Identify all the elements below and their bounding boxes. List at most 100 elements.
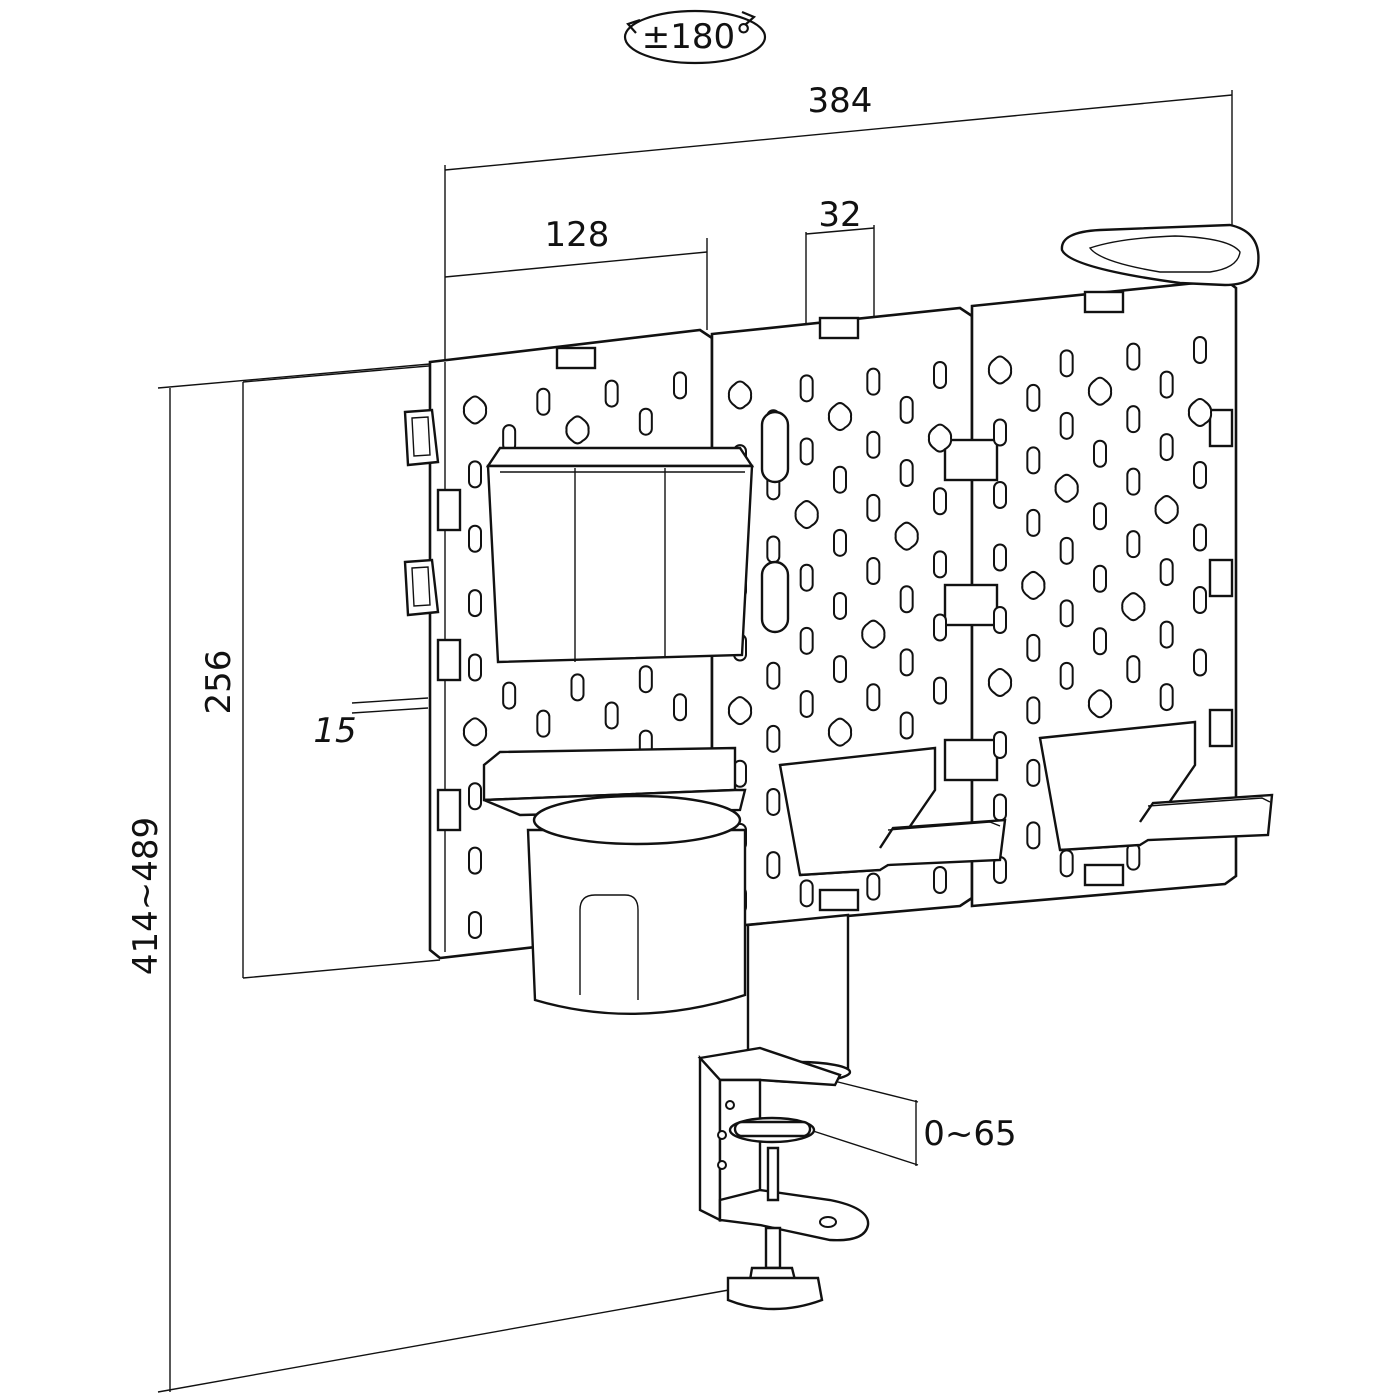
peg-slot: [1193, 648, 1207, 677]
peg-slot: [933, 487, 947, 516]
peg-slot: [638, 665, 653, 694]
peg-slot: [570, 673, 585, 702]
peg-slot: [993, 418, 1007, 447]
peg-slot: [766, 535, 781, 564]
peg-slot: [468, 589, 482, 618]
peg-slot: [766, 724, 781, 753]
peg-slot: [468, 653, 482, 682]
peg-slot: [993, 481, 1007, 509]
peg-slot: [933, 866, 947, 894]
dimension-clamp-range: 0~65: [809, 1079, 1017, 1166]
peg-keyhole: [462, 395, 488, 425]
peg-slot: [1059, 599, 1074, 628]
peg-slot: [1193, 523, 1207, 552]
peg-slot: [1193, 586, 1207, 614]
peg-slot: [468, 846, 482, 875]
peg-slot: [993, 793, 1007, 822]
peg-keyhole: [565, 415, 590, 445]
peg-slot: [1093, 627, 1107, 656]
peg-slot: [766, 661, 781, 690]
peg-slot: [536, 709, 551, 738]
peg-slot: [1093, 439, 1107, 468]
peg-slot: [1159, 620, 1174, 649]
rotation-label: ±180°: [642, 17, 752, 57]
peg-slot: [993, 543, 1007, 572]
peg-slot: [1026, 383, 1041, 412]
peg-slot: [1159, 433, 1174, 462]
peg-slot: [1026, 446, 1041, 475]
peg-keyhole: [1087, 689, 1113, 719]
peg-slot: [638, 407, 653, 436]
peg-slot: [866, 493, 881, 522]
peg-slot: [468, 911, 482, 939]
rotation-arrow-icon: [626, 18, 641, 34]
peg-slot: [799, 879, 814, 908]
dimension-panel-thickness: 15: [313, 697, 429, 751]
peg-slot: [799, 374, 814, 403]
peg-slot: [1059, 536, 1074, 565]
peg-slot: [1026, 696, 1041, 725]
peg-slot: [1193, 461, 1207, 489]
peg-keyhole: [1054, 473, 1079, 503]
peg-slot: [1093, 564, 1107, 593]
peg-slot: [799, 437, 814, 466]
phone-shelf-middle: [778, 746, 1007, 877]
peg-slot: [833, 465, 847, 494]
panel-width-label: 128: [545, 215, 610, 255]
peg-slot: [604, 379, 619, 408]
phone-shelf-right: [1038, 720, 1274, 852]
total-height-label: 414~489: [126, 817, 166, 975]
peg-slot: [502, 681, 517, 710]
panel-thickness-label: 15: [313, 711, 356, 751]
peg-slot: [1159, 370, 1174, 399]
peg-keyhole: [1187, 398, 1213, 427]
panel-height-label: 256: [199, 650, 239, 715]
rotation-arrow-icon: [741, 10, 757, 26]
peg-slot: [833, 655, 847, 684]
dimension-panel-height: 256: [199, 364, 441, 979]
clamp-range-label: 0~65: [923, 1114, 1016, 1154]
peg-slot: [1126, 342, 1141, 371]
peg-slot: [866, 683, 881, 712]
hole-pitch-label: 32: [818, 195, 861, 235]
peg-slot: [799, 563, 814, 592]
peg-slot: [933, 550, 947, 579]
panel-top-clips: [555, 290, 1125, 912]
peg-slot: [899, 585, 914, 614]
peg-slot: [833, 528, 847, 557]
peg-keyhole: [1154, 495, 1179, 525]
peg-slot: [993, 606, 1007, 634]
peg-slot: [1026, 633, 1041, 662]
peg-slot: [899, 648, 914, 677]
peg-slot: [933, 613, 947, 642]
peg-slot: [866, 557, 881, 586]
peg-slot: [899, 459, 914, 488]
peg-keyhole: [1021, 570, 1046, 600]
left-hooks: [403, 408, 440, 617]
peg-slot: [1159, 558, 1174, 587]
peg-slot: [933, 676, 947, 705]
peg-keyhole: [827, 402, 853, 432]
peg-slot: [1126, 530, 1141, 559]
peg-slot: [468, 460, 482, 489]
peg-slot: [1059, 349, 1074, 378]
peg-slot: [766, 851, 781, 880]
rotation-ellipse: [623, 9, 767, 65]
peg-keyhole: [1087, 376, 1113, 406]
cup-holder: [482, 746, 747, 1016]
peg-keyhole: [727, 696, 753, 726]
peg-slot: [899, 711, 914, 740]
peg-slot: [468, 524, 482, 553]
peg-slot: [1126, 655, 1141, 684]
peg-slot: [1126, 842, 1141, 871]
peg-slot: [799, 689, 814, 718]
peg-slot: [866, 430, 881, 459]
dimension-panel-width: 128: [444, 215, 708, 330]
peg-slot: [899, 395, 914, 424]
peg-slot: [866, 367, 881, 396]
peg-slot: [1126, 467, 1141, 496]
peg-keyhole: [462, 717, 488, 747]
peg-slot: [1026, 821, 1041, 850]
